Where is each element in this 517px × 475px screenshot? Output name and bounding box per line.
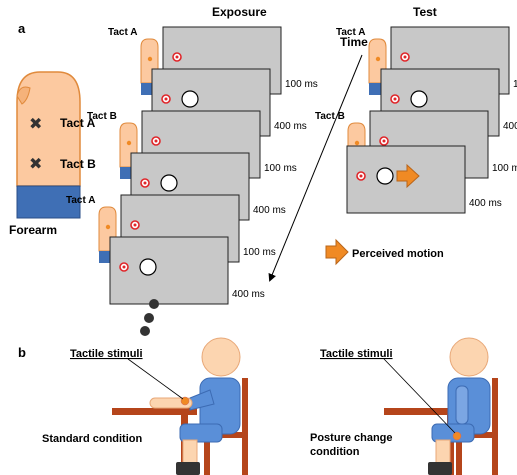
continuation-dot bbox=[149, 299, 159, 309]
chair-leg bbox=[242, 438, 248, 475]
chair-back bbox=[242, 378, 248, 438]
frame-tact-label: Tact A bbox=[336, 27, 365, 38]
header-exposure: Exposure bbox=[212, 5, 267, 19]
test-sequence: 100 m Tact A 400 ms 100 ms Tact B 400 ms bbox=[315, 26, 517, 214]
visual-disc bbox=[160, 174, 178, 192]
fixation-dot-center bbox=[122, 265, 126, 269]
frame-tact-label: Tact A bbox=[66, 195, 95, 206]
fixation-dot-center bbox=[403, 55, 407, 59]
frame-duration: 100 m bbox=[513, 79, 517, 90]
tact-b-marker-icon: ✖ bbox=[29, 156, 42, 173]
fixation-dot-center bbox=[133, 223, 137, 227]
posture-change-label-line1: Posture change bbox=[310, 432, 393, 444]
continuation-dot bbox=[144, 313, 154, 323]
frame-duration: 100 ms bbox=[243, 247, 276, 258]
tactile-pointer-line bbox=[127, 358, 184, 400]
upper-arm bbox=[189, 389, 215, 411]
visual-disc bbox=[376, 167, 394, 185]
frame-duration: 400 ms bbox=[274, 121, 307, 132]
time-arrow bbox=[268, 54, 363, 282]
fixation-dot-center bbox=[359, 174, 363, 178]
visual-disc bbox=[139, 258, 157, 276]
thigh bbox=[179, 423, 223, 443]
chair-leg bbox=[492, 438, 498, 475]
mini-arm-stimulus-dot bbox=[354, 140, 360, 146]
mini-arm-stimulus-dot bbox=[375, 56, 381, 62]
fixation-dot-center bbox=[154, 139, 158, 143]
tactile-stimulus-point bbox=[452, 431, 462, 441]
standard-condition-scene bbox=[112, 337, 248, 475]
frame-duration: 400 ms bbox=[232, 289, 265, 300]
posture-change-label-line2: condition bbox=[310, 446, 360, 458]
forearm-tact-b-label: Tact B bbox=[60, 157, 96, 171]
frame-duration: 100 ms bbox=[492, 163, 517, 174]
tact-a-marker-icon: ✖ bbox=[29, 116, 42, 133]
standard-condition-label: Standard condition bbox=[42, 433, 143, 445]
panel-label-a: a bbox=[18, 21, 26, 36]
frame-tact-label: Tact B bbox=[315, 111, 345, 122]
frame-tact-label: Tact B bbox=[87, 111, 117, 122]
continuation-dot bbox=[140, 326, 150, 336]
visual-disc bbox=[410, 90, 428, 108]
frame-tact-label: Tact A bbox=[108, 27, 137, 38]
shoe bbox=[428, 462, 452, 475]
chair-leg bbox=[204, 438, 210, 475]
frame-screen bbox=[109, 236, 229, 305]
frame-duration: 100 ms bbox=[285, 79, 318, 90]
table-top bbox=[384, 408, 464, 415]
forearm-thumb bbox=[16, 86, 31, 105]
exposure-frame: 400 ms bbox=[109, 236, 265, 305]
shoe bbox=[176, 462, 200, 475]
chair-seat bbox=[200, 432, 248, 438]
tactile-stimuli-label-left: Tactile stimuli bbox=[70, 348, 143, 360]
frame-duration: 400 ms bbox=[469, 198, 502, 209]
frame-duration: 400 ms bbox=[503, 121, 517, 132]
mini-arm-stimulus-dot bbox=[126, 140, 132, 146]
tactile-stimuli-label-right: Tactile stimuli bbox=[320, 348, 393, 360]
header-test: Test bbox=[413, 5, 437, 19]
forearm-cuff bbox=[16, 185, 81, 219]
forearm-illustration: ✖ ✖ bbox=[16, 71, 81, 219]
mini-arm-stimulus-dot bbox=[105, 224, 111, 230]
forearm-label: Forearm bbox=[9, 223, 57, 237]
perceived-motion-arrow-icon bbox=[396, 163, 420, 189]
fixation-dot-center bbox=[175, 55, 179, 59]
test-frame: 400 ms bbox=[346, 145, 502, 214]
forearm-tact-a-label: Tact A bbox=[60, 116, 96, 130]
table-top bbox=[112, 408, 197, 415]
arm-hanging bbox=[455, 385, 469, 425]
posture-change-scene bbox=[384, 337, 498, 475]
forearm-skin bbox=[16, 71, 81, 187]
header-time: Time bbox=[340, 35, 368, 49]
fixation-dot-center bbox=[143, 181, 147, 185]
chair-seat bbox=[452, 432, 498, 438]
fixation-dot-center bbox=[164, 97, 168, 101]
head bbox=[201, 337, 241, 377]
chair-leg bbox=[456, 438, 462, 475]
legend-perceived-motion: Perceived motion bbox=[352, 248, 444, 260]
panel-label-b: b bbox=[18, 345, 26, 360]
visual-disc bbox=[181, 90, 199, 108]
tactile-pointer-line bbox=[383, 358, 456, 434]
chair-back bbox=[492, 378, 498, 438]
fixation-dot-center bbox=[382, 139, 386, 143]
head bbox=[449, 337, 489, 377]
fixation-dot-center bbox=[393, 97, 397, 101]
mini-arm-stimulus-dot bbox=[147, 56, 153, 62]
thigh bbox=[431, 423, 475, 443]
perceived-motion-arrow-icon bbox=[325, 238, 349, 266]
frame-duration: 400 ms bbox=[253, 205, 286, 216]
frame-duration: 100 ms bbox=[264, 163, 297, 174]
exposure-sequence: 100 ms Tact A 400 ms 100 ms Tact B 400 ms 100 … bbox=[66, 26, 318, 305]
